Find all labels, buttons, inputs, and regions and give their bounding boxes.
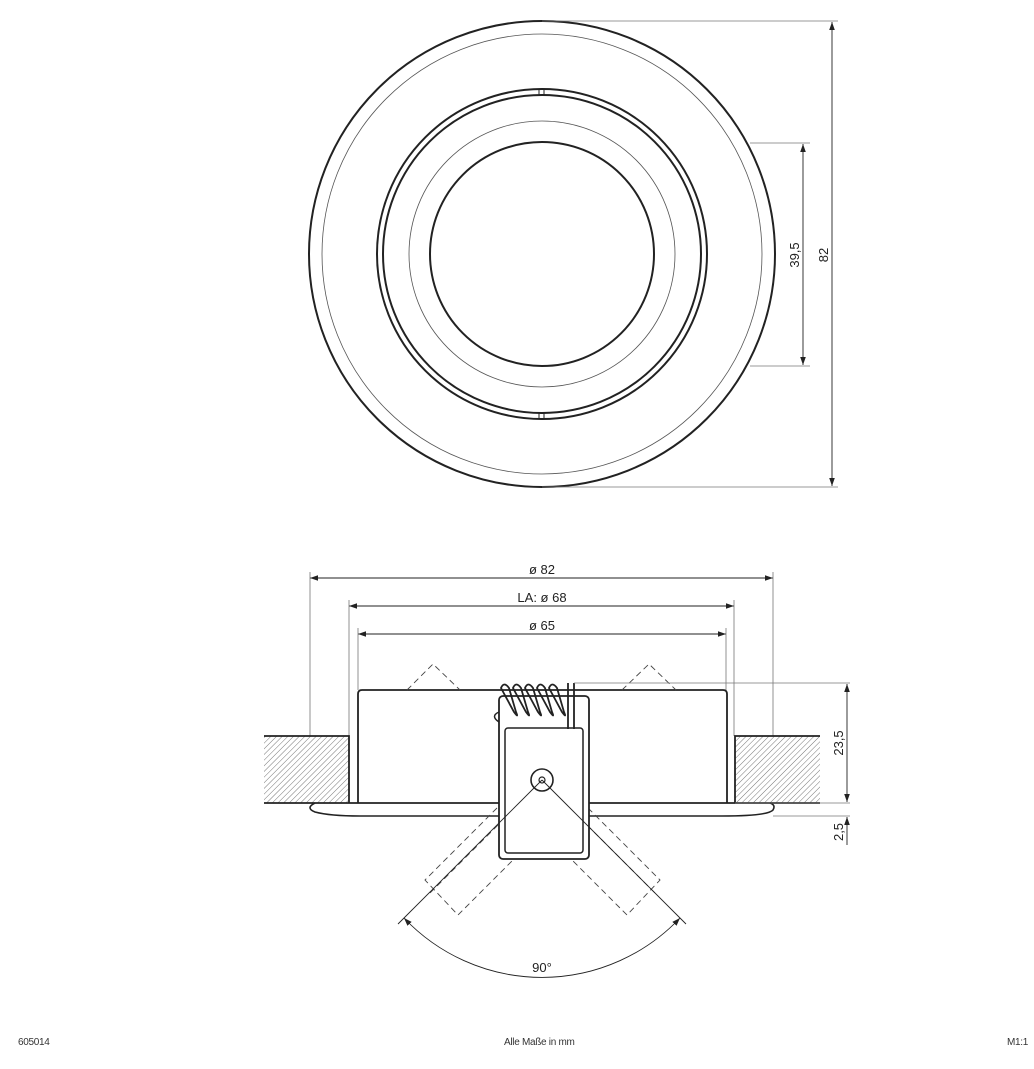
dim-label-2-5: 2,5 bbox=[831, 823, 846, 841]
outer-ring bbox=[308, 20, 776, 488]
mid-ring-outer bbox=[376, 88, 708, 420]
article-number: 605014 bbox=[18, 1037, 50, 1048]
dim-label-23-5: 23,5 bbox=[831, 730, 846, 755]
ceiling-section-left bbox=[264, 736, 349, 803]
scale-label: M1:1 bbox=[1007, 1037, 1029, 1048]
angle-arc bbox=[403, 917, 681, 978]
lamp-opening bbox=[429, 141, 655, 367]
dim-label-d65: ø 65 bbox=[529, 618, 555, 633]
housing-body bbox=[357, 689, 728, 803]
dim-label-82-vertical: 82 bbox=[816, 248, 831, 262]
mid-ring-inner bbox=[382, 94, 702, 414]
ceiling-section-right bbox=[735, 736, 820, 803]
dim-label-d82: ø 82 bbox=[529, 562, 555, 577]
dim-label-cutout: LA: ø 68 bbox=[517, 590, 566, 605]
outer-ring-inner-edge bbox=[321, 33, 763, 475]
reflector-edge bbox=[408, 120, 676, 388]
dim-label-angle: 90° bbox=[532, 960, 552, 975]
side-view: ø 82 LA: ø 68 ø 65 bbox=[264, 562, 850, 978]
units-note: Alle Maße in mm bbox=[504, 1037, 575, 1048]
dim-label-39-5: 39,5 bbox=[787, 242, 802, 267]
top-view: 39,5 82 bbox=[308, 20, 838, 488]
